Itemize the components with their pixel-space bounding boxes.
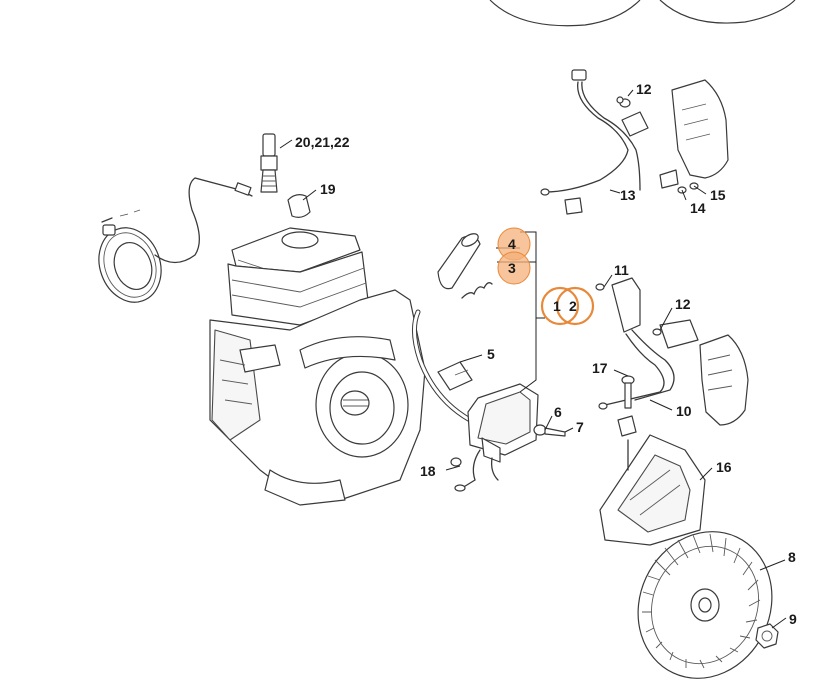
callout-4: 4 [508,236,516,252]
callout-12-upper: 12 [636,81,652,97]
ignition-lead-hose [412,309,473,423]
highlight-3 [497,251,531,285]
mounting-bracket [437,361,473,391]
handle-housing-lower [699,334,749,426]
leader-lines [279,89,787,629]
callout-9: 9 [789,611,797,627]
flywheel [637,531,773,679]
ignition-module [454,383,539,492]
callout-19: 19 [320,181,336,197]
wiring-harness-lower [595,277,699,437]
screw-14-15 [677,182,699,194]
callout-17: 17 [592,360,608,376]
callout-13: 13 [620,187,636,203]
top-cropped-parts [489,0,796,27]
callout-10: 10 [676,403,692,419]
component-16-housing [599,434,706,546]
callout-14: 14 [690,200,706,216]
engine-cylinder-assembly [209,227,426,506]
handle-housing-upper [671,79,729,179]
callout-11: 11 [614,262,629,278]
callout-16: 16 [716,459,732,475]
callout-5: 5 [487,346,495,362]
callout-7: 7 [576,419,584,435]
spark-plug [260,133,278,193]
highlight-ring-1 [540,286,580,326]
callout-2: 2 [569,298,577,314]
callout-15: 15 [710,187,726,203]
spring-contact [461,282,493,299]
callout-6: 6 [554,404,562,420]
spark-plug-terminal-boot [437,233,481,290]
callout-20-21-22: 20,21,22 [295,134,350,150]
screw-12-upper [616,96,624,104]
callout-1: 1 [553,298,561,314]
callout-labels: 20,21,22 19 4 3 1 2 5 6 7 18 12 13 14 15… [295,81,797,627]
highlight-markers [497,227,595,326]
wiring-harness-upper [540,69,679,215]
screw-6-7 [533,424,566,437]
callout-12-lower: 12 [675,296,691,312]
callout-3: 3 [508,260,516,276]
screw-17 [621,375,635,409]
flywheel-nut [755,623,779,649]
spark-plug-boot [287,194,311,218]
callout-18: 18 [420,463,436,479]
callout-8: 8 [788,549,796,565]
ground-ring-with-wire [98,177,253,303]
screw-18 [450,457,462,467]
highlight-ring-2 [555,286,595,326]
